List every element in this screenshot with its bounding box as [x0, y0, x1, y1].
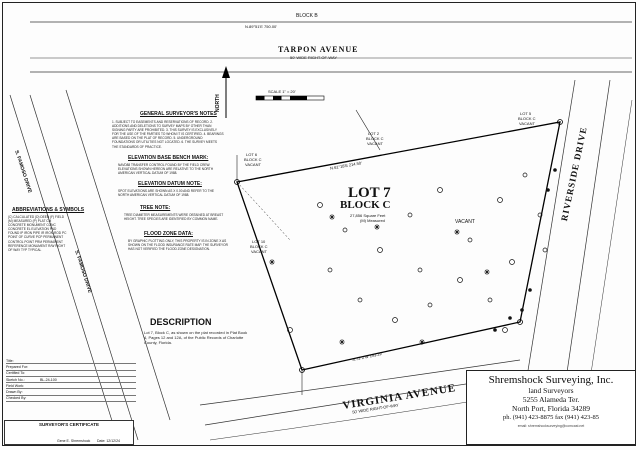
- row-value: BL-24-100: [40, 377, 57, 382]
- general-notes-title: GENERAL SURVEYOR'S NOTES: [140, 111, 217, 117]
- lot-7-label: LOT 7: [348, 185, 391, 201]
- lot-6-label: LOT 6: [246, 152, 258, 157]
- abbreviations-body: (C) CALCULATED (D) DEED (F) FIELD (M) ME…: [8, 215, 67, 252]
- tree-symbols: [287, 172, 548, 333]
- scale-bar: [255, 95, 325, 101]
- lot-5-vacant: VACANT: [519, 121, 535, 126]
- row-label: Checked By:: [6, 396, 27, 401]
- lot-6-block: BLOCK C: [244, 157, 262, 162]
- star-symbols: [269, 214, 490, 345]
- table-row: Checked By:: [6, 396, 136, 403]
- row-label: Sketch No.:: [6, 377, 25, 382]
- tree-note-body: TREE DIAMETER MEASUREMENTS WERE OBTAINED…: [124, 213, 224, 222]
- lot-6-vacant: VACANT: [245, 162, 261, 167]
- riverside-line-1: [519, 79, 576, 421]
- lot-7-boundary: [236, 121, 561, 371]
- elevation-title: ELEVATION BASE BENCH MARK:: [128, 155, 209, 161]
- row-label: Title:: [6, 358, 14, 363]
- row-label: Field Work:: [6, 383, 25, 388]
- table-row: Drawn By:: [6, 389, 136, 396]
- row-label: Drawn By:: [6, 390, 23, 395]
- row-label: Certified To:: [6, 371, 26, 376]
- company-subtitle: land Surveyors: [528, 386, 574, 395]
- north-label: NORTH: [215, 94, 221, 112]
- surveyor-certificate: SURVEYOR'S CERTIFICATE Gene E. Shremshoc…: [4, 420, 134, 445]
- top-bearing: N.89°51'E 750.00': [245, 24, 278, 29]
- table-row: Sketch No.: BL-24-100: [6, 377, 136, 384]
- virginia-line-1: [199, 359, 521, 406]
- tarpon-avenue-label: TARPON AVENUE: [278, 45, 359, 54]
- corner-markers: [234, 119, 563, 373]
- datum-body: SPOT ELEVATIONS ARE SHOWN AS X 0.00 AND …: [118, 189, 215, 198]
- tree-note-title: TREE NOTE:: [140, 205, 171, 211]
- elevation-body: NAVD88 TRANSFER CONTROL FOUND BY THE FIE…: [118, 163, 214, 176]
- lot-10-vacant: VACANT: [251, 249, 267, 254]
- abbreviations-title: ABBREVIATIONS & SYMBOLS: [12, 207, 85, 213]
- table-row: Title:: [6, 358, 136, 365]
- company-address: 5255 Alameda Ter.: [522, 395, 580, 404]
- table-row: Field Work:: [6, 383, 136, 390]
- tarpon-avenue-sub: 50' WIDE RIGHT-OF-WAY: [290, 55, 337, 60]
- riverside-line-2: [559, 79, 611, 421]
- sheet-border: [2, 2, 636, 446]
- flood-zone-body: BY GRAPHIC PLOTTING ONLY, THIS PROPERTY …: [128, 239, 228, 252]
- lot-line-c: [355, 109, 381, 151]
- block-b-label: BLOCK B: [296, 13, 318, 19]
- lot-area-sub: (M) Measured: [360, 218, 385, 223]
- title-block-table: Title: Prepared For: Certified To: Sketc…: [6, 358, 136, 418]
- company-email: email: shremshocksurveying@comcast.net: [517, 424, 585, 428]
- riverside-line-3: [589, 99, 633, 381]
- lot-5-label: LOT 5: [520, 111, 532, 116]
- certificate-date: Date: 12/12/24: [97, 439, 120, 443]
- table-row: Certified To:: [6, 371, 136, 377]
- description-body: Lot 7, Block C, as shown on the plat rec…: [144, 330, 248, 345]
- company-city: North Port, Florida 34289: [512, 404, 590, 413]
- lot-10-label: LOT 10: [252, 239, 266, 244]
- lot-5-block: BLOCK C: [518, 116, 536, 121]
- lot-line-d: [236, 181, 291, 241]
- company-title-block: Shremshock Surveying, Inc. land Surveyor…: [466, 370, 636, 445]
- block-c-label: BLOCK C: [340, 199, 391, 211]
- datum-title: ELEVATION DATUM NOTE:: [138, 181, 202, 187]
- lot-10-block: BLOCK C: [250, 244, 268, 249]
- general-notes-body: 1. SUBJECT TO EASEMENTS AND RESERVATIONS…: [112, 120, 224, 149]
- certificate-signer: Gene E. Shremshock: [57, 439, 91, 443]
- lot-2-block: BLOCK C: [366, 136, 384, 141]
- lot-2-vacant: VACANT: [367, 141, 383, 146]
- tree-symbols-filled: [493, 168, 557, 332]
- row-label: Prepared For:: [6, 364, 29, 369]
- scale-label: SCALE 1" = 20': [268, 89, 296, 94]
- vacant-main: VACANT: [455, 219, 475, 225]
- description-title: DESCRIPTION: [150, 317, 212, 327]
- flood-zone-title: FLOOD ZONE DATA:: [144, 231, 193, 237]
- lot-area-label: 27,856 Square Feet: [350, 213, 386, 218]
- certificate-title: SURVEYOR'S CERTIFICATE: [39, 422, 99, 427]
- lot-2-label: LOT 2: [368, 131, 380, 136]
- company-name: Shremshock Surveying, Inc.: [488, 374, 614, 386]
- table-row: Prepared For:: [6, 364, 136, 371]
- company-phone: ph. (941) 423-8875 fax (941) 423-85: [502, 414, 600, 421]
- left-street-line-3: [65, 89, 171, 421]
- north-arrow-head: [222, 66, 230, 78]
